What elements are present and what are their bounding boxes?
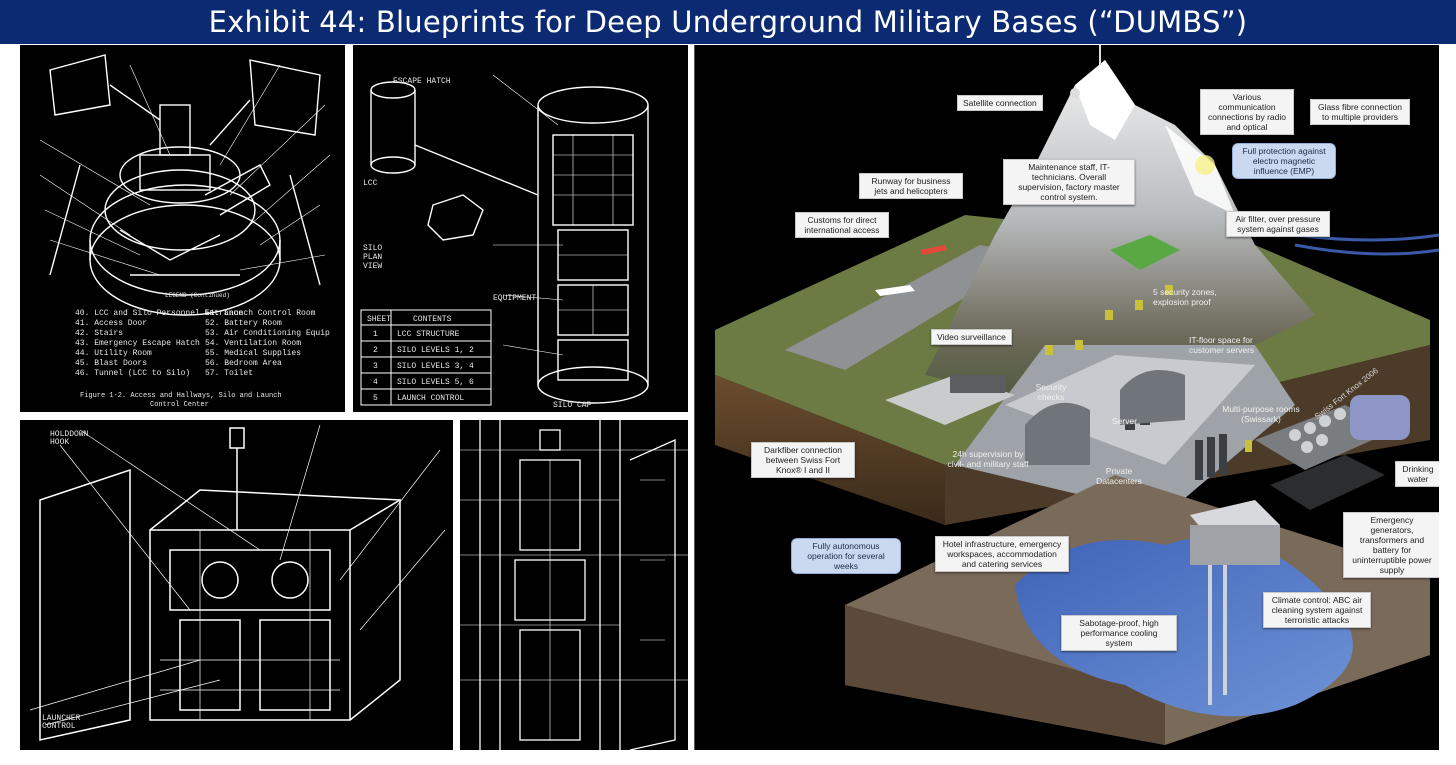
svg-text:44. Utility Room: 44. Utility Room — [75, 349, 152, 358]
svg-text:SILO LEVELS 1, 2: SILO LEVELS 1, 2 — [397, 346, 474, 355]
svg-text:ESCAPE HATCH: ESCAPE HATCH — [393, 77, 451, 86]
drinking-water-tank — [1350, 395, 1410, 440]
callout-emergency-generators: Emergency generators, transformers and b… — [1343, 512, 1439, 578]
svg-text:45. Blast Doors: 45. Blast Doors — [75, 359, 147, 368]
svg-text:42. Stairs: 42. Stairs — [75, 329, 123, 338]
svg-text:EQUIPMENT: EQUIPMENT — [493, 294, 536, 303]
svg-text:1: 1 — [373, 330, 378, 339]
svg-text:Figure 1-2. Access and Hallway: Figure 1-2. Access and Hallways, Silo an… — [80, 392, 282, 400]
svg-text:SILO CAP: SILO CAP — [553, 401, 592, 410]
callout-communication-connections: Various communication connections by rad… — [1200, 89, 1294, 135]
svg-text:3: 3 — [373, 362, 378, 371]
cutaway-illustration: Satellite connection Various communicati… — [694, 45, 1439, 750]
svg-text:57. Toilet: 57. Toilet — [205, 369, 253, 378]
svg-text:54. Ventilation Room: 54. Ventilation Room — [205, 339, 301, 348]
runway — [785, 245, 1035, 370]
svg-text:SILO LEVELS 3, 4: SILO LEVELS 3, 4 — [397, 362, 474, 371]
callout-hotel-infrastructure: Hotel infrastructure, emergency workspac… — [935, 536, 1069, 572]
callout-satellite-connection: Satellite connection — [957, 95, 1043, 111]
page-title: Exhibit 44: Blueprints for Deep Undergro… — [208, 5, 1248, 39]
silo-table-col-contents: CONTENTS — [413, 315, 452, 324]
title-bar: Exhibit 44: Blueprints for Deep Undergro… — [0, 0, 1456, 44]
svg-text:SILO LEVELS 5, 6: SILO LEVELS 5, 6 — [397, 378, 474, 387]
svg-text:5: 5 — [373, 394, 378, 403]
svg-text:LAUNCH CONTROL: LAUNCH CONTROL — [397, 394, 464, 403]
callout-drinking-water: Drinking water — [1395, 461, 1439, 487]
launch-control-drawing: LEGEND (Continued) 40. LCC and Silo Pers… — [39, 54, 331, 409]
callout-climate-control: Climate control: ABC air cleaning system… — [1263, 592, 1371, 628]
callout-autonomous-operation: Fully autonomous operation for several w… — [791, 538, 901, 574]
svg-text:41. Access Door: 41. Access Door — [75, 319, 147, 328]
callout-customs: Customs for direct international access — [795, 212, 889, 238]
svg-text:LCC STRUCTURE: LCC STRUCTURE — [397, 330, 460, 339]
label-it-floor-space: IT-floor space for customer servers — [1189, 335, 1255, 355]
callout-emp-protection: Full protection against electro magnetic… — [1232, 143, 1336, 179]
svg-text:4: 4 — [373, 378, 378, 387]
silo-table-col-sheet: SHEET — [367, 315, 391, 324]
svg-text:LAUNCHER: LAUNCHER — [42, 714, 81, 723]
callout-cooling-system: Sabotage-proof, high performance cooling… — [1061, 615, 1177, 651]
mountain — [925, 60, 1315, 405]
blueprint-elevation-section — [460, 420, 688, 750]
callout-darkfiber: Darkfiber connection between Swiss Fort … — [751, 442, 855, 478]
svg-text:LEGEND (Continued): LEGEND (Continued) — [165, 292, 230, 299]
svg-text:LCC: LCC — [363, 179, 378, 188]
label-server: Server — [1112, 416, 1138, 426]
svg-text:SILO: SILO — [363, 244, 382, 253]
label-security-zones: 5 security zones, explosion proof — [1153, 287, 1217, 307]
svg-text:52. Battery Room: 52. Battery Room — [205, 319, 282, 328]
callout-air-filter: Air filter, over pressure system against… — [1226, 211, 1330, 237]
blueprint-launch-control-center: LEGEND (Continued) 40. LCC and Silo Pers… — [20, 45, 345, 412]
svg-text:53. Air Conditioning Equip: 53. Air Conditioning Equip — [205, 329, 330, 338]
label-24h-supervision: 24h supervision by civil- and military s… — [947, 449, 1029, 469]
svg-text:43. Emergency Escape Hatch: 43. Emergency Escape Hatch — [75, 339, 200, 348]
elevation-section-drawing — [460, 420, 688, 750]
mountain-bunker-drawing — [715, 45, 1439, 745]
svg-text:HOOK: HOOK — [50, 438, 69, 447]
callout-video-surveillance: Video surveillance — [931, 329, 1012, 345]
svg-text:46. Tunnel (LCC to Silo): 46. Tunnel (LCC to Silo) — [75, 369, 190, 378]
label-private-datacenters: Private Datacenters — [1096, 466, 1142, 486]
underground-lake — [1015, 537, 1353, 717]
callout-runway: Runway for business jets and helicopters — [859, 173, 963, 199]
callout-glass-fibre: Glass fibre connection to multiple provi… — [1310, 99, 1410, 125]
svg-text:56. Bedroom Area: 56. Bedroom Area — [205, 359, 282, 368]
label-multi-purpose-rooms: Multi-purpose rooms (Swissark) — [1222, 404, 1300, 424]
svg-text:PLAN: PLAN — [363, 253, 382, 262]
svg-text:55. Medical Supplies: 55. Medical Supplies — [205, 349, 301, 358]
svg-text:Control Center: Control Center — [150, 401, 209, 409]
svg-text:VIEW: VIEW — [363, 262, 382, 271]
svg-text:51. Launch Control Room: 51. Launch Control Room — [205, 309, 316, 318]
callout-maintenance-staff: Maintenance staff, IT-technicians. Overa… — [1003, 159, 1135, 205]
svg-text:CONTROL: CONTROL — [42, 722, 76, 731]
svg-text:40. LCC and Silo Personnel Ent: 40. LCC and Silo Personnel Entrance — [75, 309, 243, 318]
svg-text:HOLDDOWN: HOLDDOWN — [50, 430, 89, 439]
label-security-checks: Security checks — [1035, 382, 1067, 402]
svg-text:2: 2 — [373, 346, 378, 355]
